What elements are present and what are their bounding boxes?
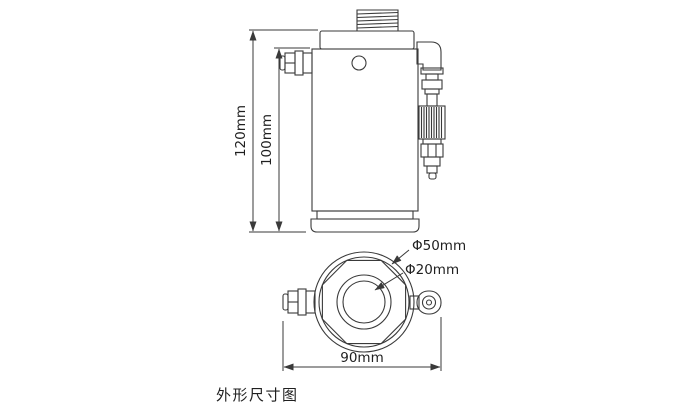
dimension-lines xyxy=(249,29,442,371)
top-cap xyxy=(319,30,415,50)
dim-overall-width xyxy=(282,317,442,371)
dim-label-body-height: 100mm xyxy=(259,114,275,166)
front-view xyxy=(279,9,446,233)
left-fitting-front xyxy=(279,50,313,76)
left-fitting-plan xyxy=(282,288,316,316)
leader-outer-diameter xyxy=(391,249,410,265)
drawing-caption: 外形尺寸图 xyxy=(216,386,299,404)
thread-connector xyxy=(356,9,399,31)
dim-label-outer-diameter: Φ50mm xyxy=(412,238,466,254)
dim-overall-height xyxy=(249,29,318,233)
bottom-view xyxy=(282,251,442,353)
leader-inner-diameter xyxy=(374,272,404,291)
dim-label-inner-diameter: Φ20mm xyxy=(405,262,459,278)
plan-circles xyxy=(313,251,415,353)
cylinder-body xyxy=(311,48,419,212)
dim-body-height xyxy=(274,47,310,232)
dim-label-overall-width: 90mm xyxy=(340,350,383,366)
knurled-nut xyxy=(418,105,446,140)
inner-port-circle xyxy=(342,280,386,324)
right-lug-plan xyxy=(409,290,442,315)
octagon-flats xyxy=(321,259,407,345)
dim-label-overall-height: 120mm xyxy=(233,105,249,157)
right-elbow-fitting xyxy=(416,41,446,180)
base-foot xyxy=(310,210,420,233)
body-port-circle xyxy=(351,55,367,71)
